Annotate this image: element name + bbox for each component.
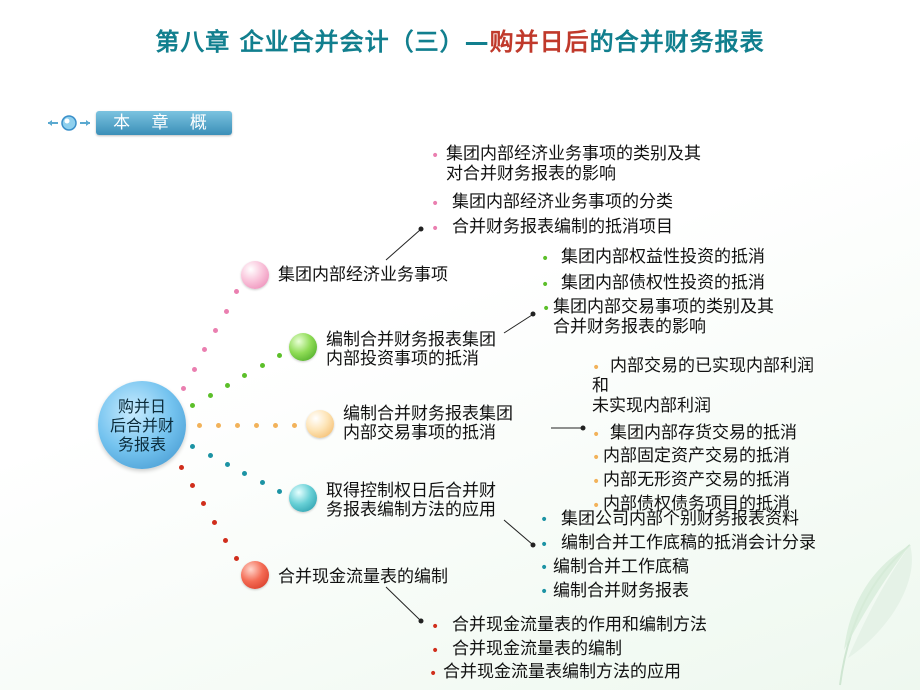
branch-5-item-2: 合并现金流量表的编制	[452, 639, 622, 659]
path-dot	[190, 483, 195, 488]
bullet-icon: •	[540, 584, 549, 600]
hub-node[interactable]: 购并日 后合并财 务报表	[98, 381, 186, 469]
bullet-icon: •	[540, 560, 549, 576]
branch-2-label[interactable]: 编制合并财务报表集团 内部投资事项的抵消	[326, 330, 496, 369]
bullet-icon: •	[431, 148, 440, 164]
path-dot	[259, 480, 265, 485]
path-dot	[207, 453, 213, 458]
path-dot	[259, 362, 265, 368]
branch-4-item-4: 编制合并财务报表	[553, 581, 689, 601]
path-dot	[234, 556, 239, 562]
bullet-icon: •	[541, 277, 550, 293]
branch-2-ball-icon[interactable]	[289, 333, 317, 361]
path-dot	[216, 422, 221, 428]
path-dot	[224, 382, 230, 388]
chapter-overview: 本 章 概 览	[46, 110, 232, 157]
path-dot	[235, 422, 240, 428]
path-dot	[197, 422, 202, 428]
path-dot	[202, 347, 208, 353]
bullet-icon: •	[431, 221, 440, 237]
bullet-icon: •	[592, 360, 601, 376]
path-dot	[276, 489, 282, 494]
path-dot	[191, 366, 197, 372]
branch-5-item-3: 合并现金流量表编制方法的应用	[443, 662, 681, 682]
branch-3-item-4: 内部无形资产交易的抵消	[603, 470, 790, 490]
path-dot	[242, 471, 248, 476]
branch-4-ball-icon[interactable]	[289, 484, 317, 512]
branch-4-item-2: 编制合并工作底稿的抵消会计分录	[561, 533, 816, 553]
bullet-icon: •	[542, 301, 551, 317]
title-text-part1: 第八章 企业合并会计（三）—	[155, 28, 490, 56]
branch-1-ball-icon[interactable]	[241, 261, 269, 289]
bullet-icon: •	[541, 251, 550, 267]
path-dot	[242, 372, 248, 378]
branch-3-ball-icon[interactable]	[306, 410, 334, 438]
branch-5-item-1: 合并现金流量表的作用和编制方法	[452, 615, 707, 635]
bullet-icon: •	[540, 537, 549, 553]
path-dot	[179, 464, 184, 470]
bullet-icon: •	[431, 643, 440, 659]
bullet-icon: •	[592, 474, 601, 490]
bullet-icon: •	[592, 498, 601, 514]
branch-5-label[interactable]: 合并现金流量表的编制	[278, 567, 448, 587]
bullet-icon: •	[540, 512, 549, 528]
bullet-icon: •	[431, 196, 440, 212]
bullet-icon: •	[592, 427, 601, 443]
branch-1-item-2: 集团内部经济业务事项的分类	[452, 192, 673, 212]
feather-watermark-icon	[839, 544, 912, 686]
path-dot	[201, 501, 206, 507]
branch-3-label[interactable]: 编制合并财务报表集团 内部交易事项的抵消	[343, 404, 513, 443]
path-dot	[212, 327, 218, 333]
path-dot	[223, 308, 229, 314]
branch-1-item-1: 集团内部经济业务事项的类别及其 对合并财务报表的影响	[446, 144, 701, 184]
branch-3-item-1: 内部交易的已实现内部利润 和 未实现内部利润	[592, 356, 814, 416]
path-dot	[190, 444, 196, 449]
branch-2-item-3: 集团内部交易事项的类别及其 合并财务报表的影响	[553, 297, 774, 337]
branch-1-item-3: 合并财务报表编制的抵消项目	[452, 217, 673, 237]
path-dot	[276, 352, 282, 358]
path-dot	[190, 402, 196, 408]
branch-4-item-3: 编制合并工作底稿	[553, 557, 689, 577]
hub-label: 购并日 后合并财 务报表	[109, 396, 174, 454]
path-dot	[234, 289, 240, 295]
path-dot	[254, 422, 259, 428]
bullet-icon: •	[431, 619, 440, 635]
path-dot	[180, 385, 186, 391]
path-dot	[212, 519, 217, 525]
branch-3-item-5: 内部债权债务项目的抵消	[603, 494, 790, 514]
bullet-icon: •	[429, 666, 438, 682]
branch-3-item-2: 集团内部存货交易的抵消	[610, 423, 797, 443]
title-text-highlight: 购并日后	[489, 28, 590, 56]
path-dot	[207, 392, 213, 398]
path-dot	[292, 422, 297, 428]
path-dot	[223, 538, 228, 543]
slide-title: 第八章 企业合并会计（三）—购并日后的合并财务报表	[0, 22, 920, 57]
path-dot	[224, 462, 230, 467]
branch-5-ball-icon[interactable]	[241, 561, 269, 589]
path-dot	[273, 422, 278, 428]
branch-2-item-1: 集团内部权益性投资的抵消	[561, 247, 765, 267]
branch-2-item-2: 集团内部债权性投资的抵消	[561, 273, 765, 293]
title-text-part2: 的合并财务报表	[589, 28, 765, 56]
branch-3-item-3: 内部固定资产交易的抵消	[603, 446, 790, 466]
branch-1-label[interactable]: 集团内部经济业务事项	[278, 265, 448, 285]
chapter-overview-button[interactable]: 本 章 概 览	[96, 111, 232, 157]
arrows-orb-icon	[48, 115, 90, 131]
branch-4-item-1: 集团公司内部个别财务报表资料	[561, 509, 799, 529]
bullet-icon: •	[592, 450, 601, 466]
branch-4-label[interactable]: 取得控制权日后合并财 务报表编制方法的应用	[326, 481, 496, 520]
